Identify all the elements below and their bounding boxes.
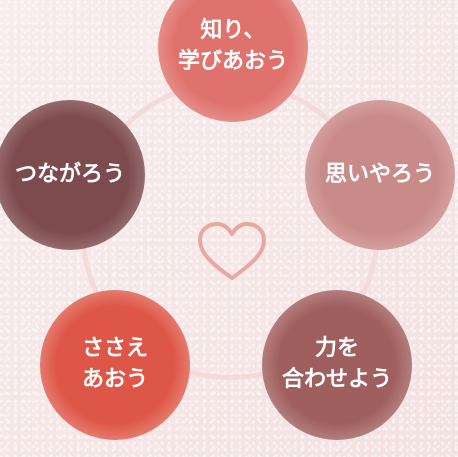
node-be-considerate: 思いやろう (305, 100, 455, 250)
node-label: 思いやろう (324, 161, 435, 187)
node-join-forces: 力を 合わせよう (262, 290, 412, 440)
node-label: 知り、 学びあおう (177, 18, 288, 74)
node-label: ささえ あおう (81, 336, 148, 392)
node-label: つながろう (14, 161, 125, 187)
heart-icon (198, 222, 266, 280)
node-connect: つながろう (0, 100, 145, 250)
node-label: 力を 合わせよう (281, 336, 392, 392)
node-learn-together: 知り、 学びあおう (158, 0, 308, 122)
node-support-each-other: ささえ あおう (40, 290, 190, 440)
